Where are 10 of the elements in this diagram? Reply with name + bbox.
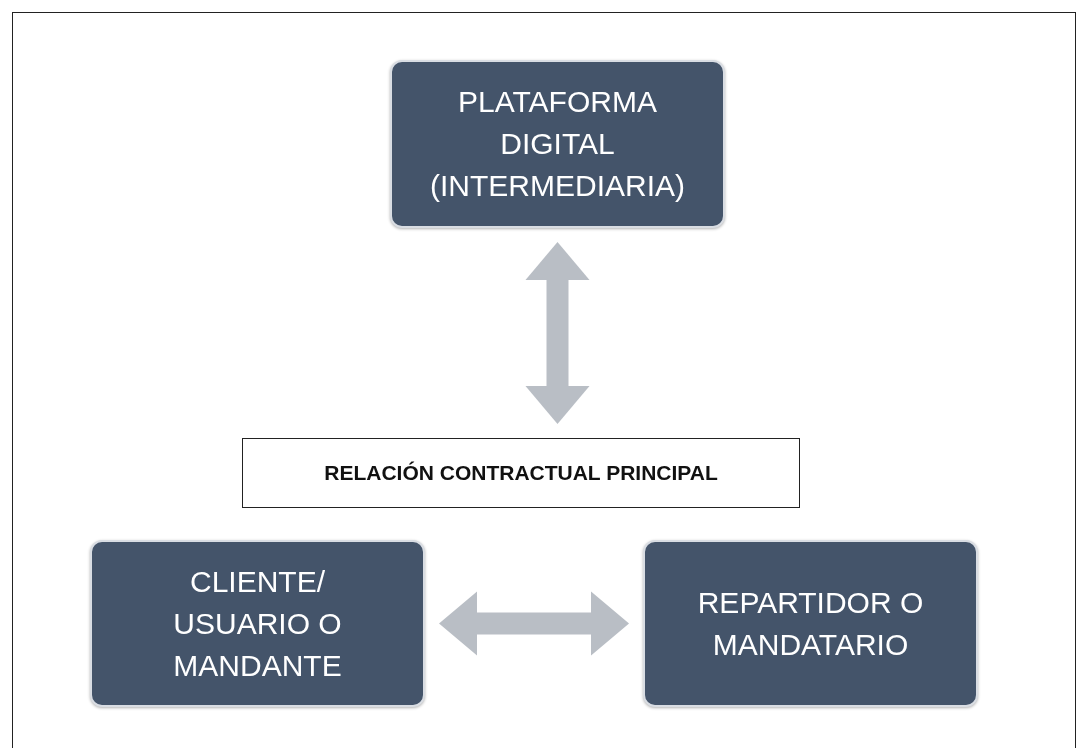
rounded-box [390, 60, 725, 228]
double-arrow [525, 242, 590, 424]
box-text: REPARTIDOR O MANDATARIO [696, 584, 925, 663]
rounded-box [643, 540, 978, 707]
box-text: CLIENTE/ USUARIO O MANDANTE [172, 563, 343, 684]
double-arrow [439, 591, 629, 656]
box-text: PLATAFORMA DIGITAL (INTERMEDIARIA) [429, 84, 686, 204]
rounded-box [90, 540, 425, 707]
box-text: RELACIÓN CONTRACTUAL PRINCIPAL [324, 461, 718, 485]
label-box [242, 438, 800, 508]
